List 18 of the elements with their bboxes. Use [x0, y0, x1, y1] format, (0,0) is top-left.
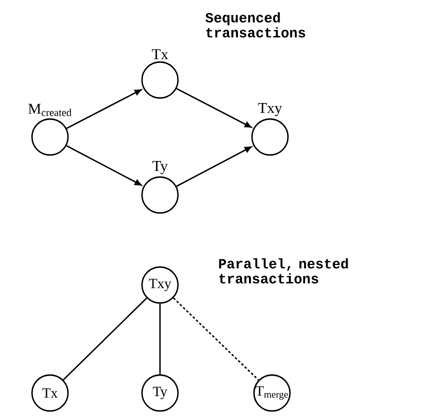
circle-node [141, 161, 179, 214]
heading: Parallel, nested transactions [219, 258, 348, 284]
heading: Sequenced transactions [205, 12, 306, 38]
arrow [66, 89, 142, 130]
node-label: M$_{created}$ [28, 104, 72, 116]
circle-node: Ty [141, 374, 179, 412]
arrow [176, 88, 252, 128]
arrow [66, 145, 142, 186]
circle-node [251, 103, 289, 156]
circle-node [28, 104, 72, 156]
circle-node: Tx [31, 374, 69, 412]
node-label: Ty [152, 161, 168, 174]
circle-node: Txy [141, 266, 179, 304]
node-label: Tx [152, 49, 168, 60]
circle-node [141, 49, 179, 99]
node-label: Txy [258, 103, 282, 116]
circle-node: T$_{merge}$ [253, 374, 291, 412]
arrow [176, 146, 252, 187]
